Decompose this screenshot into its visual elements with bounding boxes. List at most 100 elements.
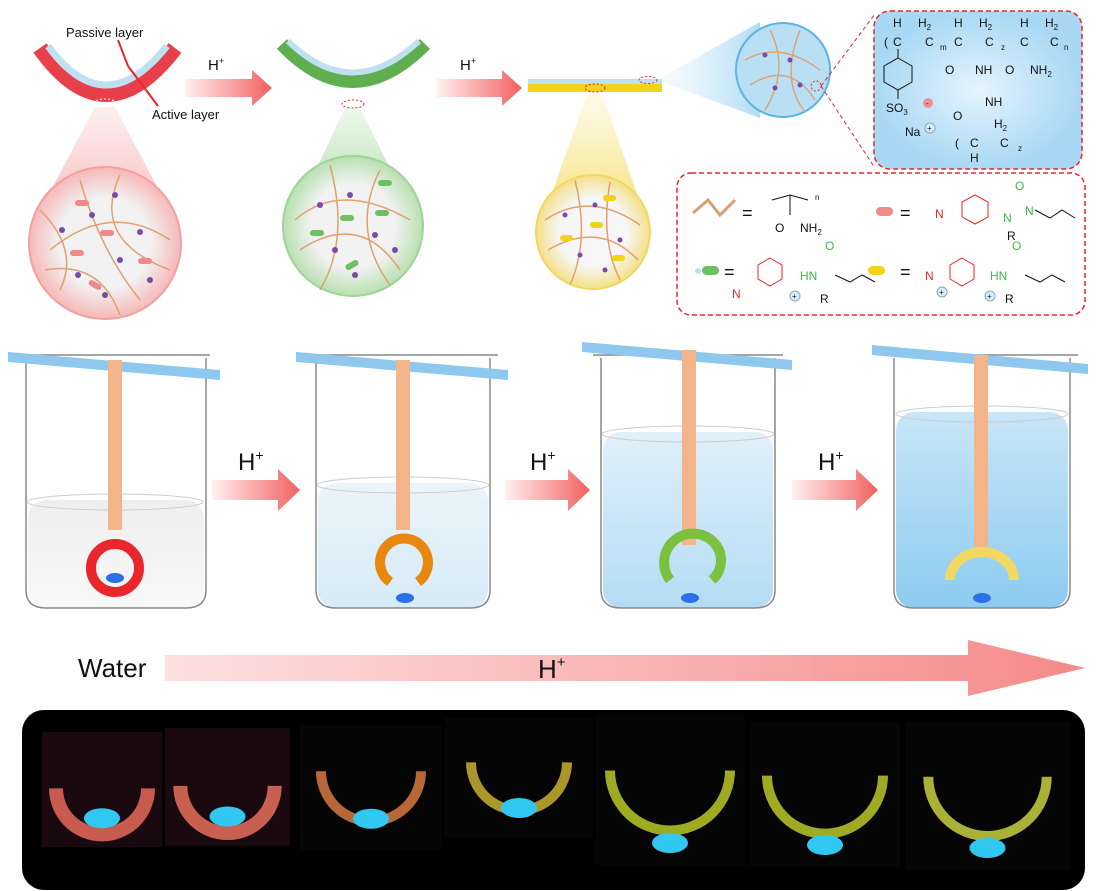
network-zoom-blue — [735, 22, 831, 118]
red-bilayer-strip — [33, 43, 182, 108]
beaker-1 — [8, 352, 220, 609]
svg-text:H: H — [954, 16, 963, 30]
water-label: Water — [78, 653, 147, 683]
svg-text:H+: H+ — [238, 447, 264, 476]
svg-text:H+: H+ — [208, 56, 224, 74]
h-plus-arrow-mid-1: H+ — [212, 447, 300, 511]
beaker-3 — [582, 342, 792, 609]
svg-text:NH2: NH2 — [1030, 63, 1052, 79]
svg-text:H+: H+ — [460, 56, 476, 74]
active-layer-label: Active layer — [152, 107, 220, 122]
hanging-strip — [396, 360, 410, 530]
h-plus-arrow-top-1: H+ — [185, 56, 272, 106]
svg-text:C: C — [1000, 136, 1009, 150]
svg-text:(: ( — [955, 136, 959, 150]
svg-text:H2: H2 — [1045, 16, 1059, 32]
acid-gradient-arrow: H+ — [165, 640, 1085, 696]
fluorescence-photo — [905, 722, 1070, 870]
hanging-strip — [682, 350, 696, 545]
svg-text:(: ( — [884, 35, 888, 49]
fluorescence-photo — [300, 725, 442, 850]
svg-text:+: + — [987, 292, 992, 301]
svg-text:O: O — [945, 63, 954, 77]
beaker-2 — [296, 352, 508, 609]
svg-text:O: O — [1012, 239, 1021, 253]
svg-text:H: H — [893, 16, 902, 30]
svg-text:+: + — [792, 292, 797, 301]
svg-text:H+: H+ — [538, 654, 566, 684]
network-zoom-green — [282, 155, 424, 297]
h-plus-arrow-top-2: H+ — [437, 56, 522, 106]
yellow-chromophore-icon — [868, 266, 885, 275]
fluorescence-photo — [42, 732, 162, 847]
polymer-chain-icon — [692, 197, 737, 218]
svg-text:C: C — [985, 35, 994, 49]
hanging-strip — [108, 360, 122, 530]
green-ring-actuator — [659, 528, 726, 584]
svg-text:=: = — [724, 262, 735, 282]
svg-text:NH2: NH2 — [800, 221, 822, 237]
legend-box: = O NH2 n = N O N N R = N HN + R O = N +… — [676, 172, 1086, 316]
svg-text:NH: NH — [985, 95, 1002, 109]
svg-text:N: N — [925, 269, 934, 283]
beaker-4 — [872, 345, 1088, 609]
yellow-ring-actuator — [945, 547, 1019, 581]
svg-text:R: R — [820, 292, 829, 306]
fluorescence-photo — [445, 718, 593, 838]
fluorescence-photo-panel — [22, 710, 1085, 890]
svg-text:H+: H+ — [530, 447, 556, 476]
magnify-cone-blue — [657, 22, 760, 118]
svg-text:C: C — [1050, 35, 1059, 49]
svg-text:m: m — [940, 43, 947, 52]
passive-pointer — [117, 39, 129, 67]
svg-text:-: - — [926, 99, 929, 108]
svg-text:=: = — [742, 203, 753, 223]
svg-text:HN: HN — [800, 269, 817, 283]
svg-text:+: + — [927, 124, 932, 133]
svg-text:H+: H+ — [818, 447, 844, 476]
svg-text:O: O — [1005, 63, 1014, 77]
svg-text:C: C — [954, 35, 963, 49]
red-chromophore-icon — [876, 207, 893, 216]
svg-text:H: H — [1020, 16, 1029, 30]
svg-text:R: R — [1007, 229, 1016, 243]
svg-text:H2: H2 — [994, 117, 1008, 133]
svg-text:N: N — [1025, 204, 1034, 218]
zoom-guide-lines — [820, 13, 876, 169]
h-plus-arrow-mid-2: H+ — [505, 447, 590, 511]
svg-text:n: n — [815, 193, 819, 202]
green-bilayer-strip — [276, 38, 430, 109]
network-zoom-yellow — [535, 174, 651, 290]
yellow-flat-strip — [528, 76, 662, 93]
fluorescence-photo — [595, 715, 745, 865]
network-zoom-red — [28, 166, 182, 320]
red-ring-actuator — [86, 539, 144, 597]
svg-text:+: + — [939, 288, 944, 297]
svg-text:=: = — [900, 262, 911, 282]
passive-layer-label: Passive layer — [66, 25, 144, 40]
svg-text:z: z — [1001, 43, 1005, 52]
fluorescence-photo — [165, 728, 290, 846]
svg-text:O: O — [1015, 179, 1024, 193]
svg-text:C: C — [893, 35, 902, 49]
svg-text:O: O — [775, 221, 784, 235]
orange-ring-actuator — [375, 533, 433, 587]
svg-text:C: C — [1020, 35, 1029, 49]
svg-text:NH: NH — [975, 63, 992, 77]
svg-text:H: H — [970, 151, 979, 165]
svg-text:O: O — [825, 239, 834, 253]
svg-text:HN: HN — [990, 269, 1007, 283]
fluorescence-photo — [750, 722, 900, 867]
svg-text:z: z — [1018, 144, 1022, 153]
svg-text:SO3: SO3 — [886, 101, 908, 117]
svg-text:C: C — [925, 35, 934, 49]
svg-text:n: n — [1064, 43, 1068, 52]
polymer-structure-box: ( H C H2 C m H C H2 C z H C H2 C n SO3 -… — [873, 10, 1083, 170]
svg-text:R: R — [1005, 292, 1014, 306]
svg-text:H2: H2 — [979, 16, 993, 32]
h-plus-arrow-mid-3: H+ — [792, 447, 878, 511]
svg-text:O: O — [953, 109, 962, 123]
svg-text:C: C — [970, 136, 979, 150]
svg-text:N: N — [1003, 211, 1012, 225]
